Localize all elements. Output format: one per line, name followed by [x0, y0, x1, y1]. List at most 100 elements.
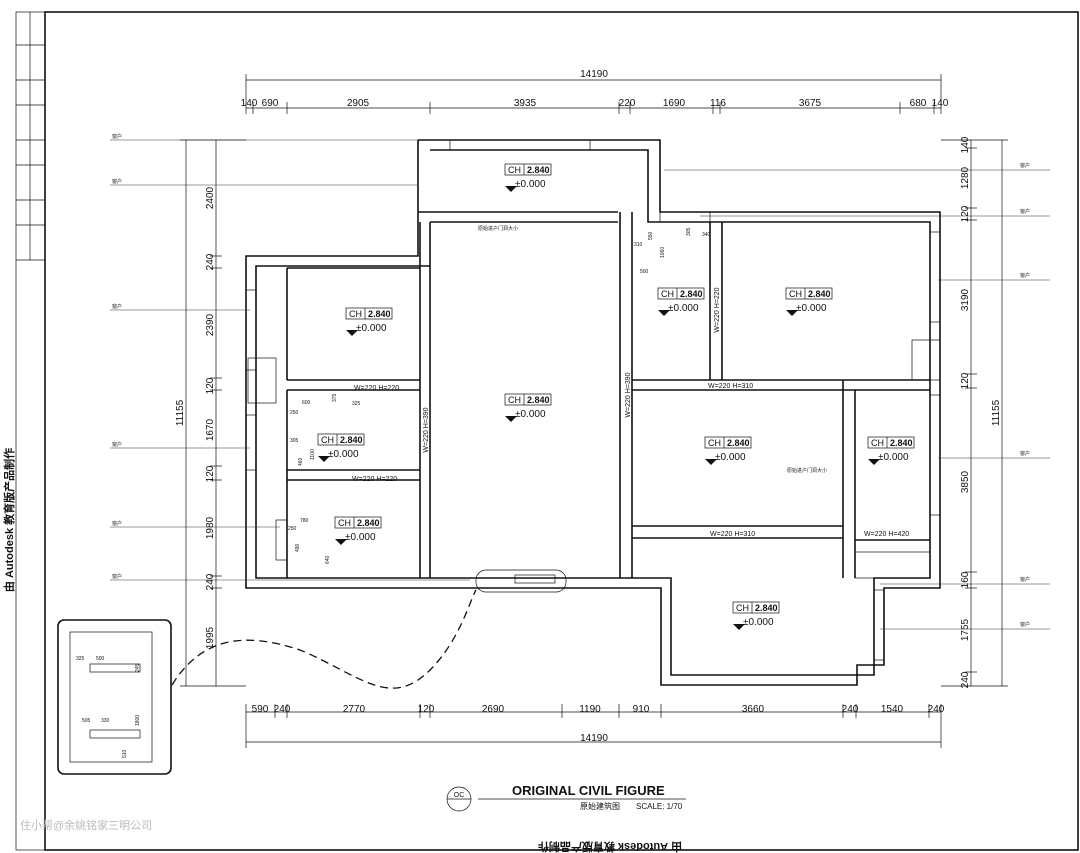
room-label-8: CH 2.840 ±0.000 [704, 436, 752, 465]
svg-text:CH: CH [736, 603, 749, 613]
svg-text:窗户: 窗户 [112, 133, 122, 140]
bottom-total-dim: 14190 [580, 733, 608, 744]
svg-text:2.840: 2.840 [727, 438, 750, 448]
bottom-mirrored-text: 由 Autodesk 教育版产品制作 [538, 840, 682, 853]
left-dim-240a: 240 [205, 253, 216, 270]
svg-text:窗户: 窗户 [1020, 272, 1030, 279]
svg-text:325: 325 [352, 401, 361, 407]
room-label-2: CH 2.840 ±0.000 [345, 307, 393, 336]
right-dim-160: 160 [960, 571, 971, 588]
svg-text:窗户: 窗户 [112, 441, 122, 448]
room-label-7: CH 2.840 ±0.000 [785, 287, 833, 316]
top-dim-116: 116 [710, 98, 726, 109]
svg-text:±0.000: ±0.000 [878, 452, 909, 463]
svg-text:±0.000: ±0.000 [356, 323, 387, 334]
svg-text:窗户: 窗户 [1020, 576, 1030, 583]
svg-text:±0.000: ±0.000 [715, 452, 746, 463]
opening-label-a: W=220 H=220 [354, 385, 399, 392]
door-note-right: 原始进户门洞大小 [787, 467, 827, 474]
top-dim-220: 220 [619, 98, 636, 109]
svg-text:640: 640 [325, 555, 331, 564]
bottom-dim-1540: 1540 [881, 704, 904, 715]
left-dim-120b: 120 [205, 465, 216, 482]
right-dim-3190: 3190 [960, 288, 971, 311]
bottom-dim-240c: 240 [928, 704, 945, 715]
svg-text:CH: CH [338, 518, 351, 528]
svg-text:550: 550 [648, 231, 654, 240]
top-total-dim: 14190 [580, 69, 608, 80]
svg-text:375: 375 [332, 393, 338, 402]
right-dim-140: 140 [960, 136, 971, 153]
svg-text:500: 500 [640, 269, 649, 275]
right-total-dim: 11155 [991, 399, 1002, 426]
top-dim-140b: 140 [932, 98, 949, 109]
svg-text:505: 505 [82, 718, 91, 724]
bottom-dim-240b: 240 [842, 704, 859, 715]
opening-label-c: W=220 H=390 [423, 407, 430, 452]
title-block: OC ORIGINAL CIVIL FIGURE 原始建筑图 SCALE: 1/… [446, 783, 686, 812]
opening-label-g: W=220 H=310 [710, 531, 755, 538]
svg-text:500: 500 [96, 656, 105, 662]
drawing-subtitle: 原始建筑图 [580, 801, 620, 811]
left-dim-1980: 1980 [205, 516, 216, 539]
top-dim-140a: 140 [241, 98, 258, 109]
room-label-6: CH 2.840 ±0.000 [657, 287, 705, 316]
svg-text:510: 510 [122, 749, 128, 758]
bottom-dimension-group: 590 240 2770 120 2690 1190 910 3660 240 … [245, 704, 945, 748]
svg-text:CH: CH [349, 309, 362, 319]
bottom-dim-910: 910 [633, 704, 650, 715]
svg-text:CH: CH [661, 289, 674, 299]
svg-text:CH: CH [321, 435, 334, 445]
room-label-9: CH 2.840 ±0.000 [867, 436, 915, 465]
svg-text:窗户: 窗户 [1020, 621, 1030, 628]
sheet-border-inner [44, 11, 1079, 851]
svg-text:250: 250 [288, 526, 297, 532]
bottom-dim-2770: 2770 [343, 704, 366, 715]
room-label-10: CH 2.840 ±0.000 [732, 601, 780, 630]
svg-text:±0.000: ±0.000 [796, 303, 827, 314]
svg-text:305: 305 [290, 438, 299, 444]
right-dim-240: 240 [960, 671, 971, 688]
image-watermark: 住小帮@余姚铭家三明公司 [20, 818, 152, 832]
drawing-title: ORIGINAL CIVIL FIGURE [512, 783, 665, 798]
entrance-door-symbol [475, 569, 567, 593]
svg-text:1800: 1800 [135, 715, 141, 726]
dashed-callout-curve [171, 589, 477, 689]
bottom-dim-120: 120 [418, 704, 435, 715]
svg-text:±0.000: ±0.000 [328, 449, 359, 460]
left-dimension-group: 11155 2400 240 2390 120 1670 120 1980 24… [175, 139, 246, 687]
bottom-dim-590: 590 [252, 704, 269, 715]
svg-text:±0.000: ±0.000 [515, 409, 546, 420]
sheet-border-outer [15, 11, 1079, 851]
room-label-3: CH 2.840 ±0.000 [317, 433, 365, 462]
opening-label-b: W=220 H=220 [352, 476, 397, 483]
window-notes-left: 窗户 窗户 窗户 窗户 窗户 窗户 [110, 133, 470, 581]
opening-label-d: W=220 H=390 [625, 372, 632, 417]
svg-text:245: 245 [135, 663, 141, 672]
bottom-dim-1190: 1190 [579, 704, 601, 715]
svg-text:310: 310 [634, 242, 643, 248]
top-dim-680: 680 [910, 98, 927, 109]
svg-text:2.840: 2.840 [368, 309, 391, 319]
right-dim-120a: 120 [960, 205, 971, 222]
svg-text:1060: 1060 [660, 247, 666, 258]
svg-text:2.840: 2.840 [340, 435, 363, 445]
svg-text:600: 600 [302, 400, 311, 406]
svg-text:窗户: 窗户 [112, 178, 122, 185]
room-label-5: CH 2.840 ±0.000 [504, 393, 552, 422]
right-dim-120b: 120 [960, 372, 971, 389]
inset-detail: 325 500 245 505 330 1800 510 [57, 619, 172, 775]
svg-text:2.840: 2.840 [357, 518, 380, 528]
room-label-4: CH 2.840 ±0.000 [334, 516, 382, 545]
svg-text:490: 490 [295, 543, 301, 552]
left-dim-2390: 2390 [205, 313, 216, 336]
svg-text:窗户: 窗户 [112, 303, 122, 310]
svg-text:305: 305 [686, 227, 692, 236]
svg-text:CH: CH [789, 289, 802, 299]
side-watermark-text: 由 Autodesk 教育版产品制作 [2, 448, 16, 592]
top-dim-1690: 1690 [663, 98, 686, 109]
inner-dimensions: 310 550 1060 305 340 500 600 375 325 250… [288, 227, 711, 564]
svg-text:CH: CH [708, 438, 721, 448]
top-dim-690: 690 [262, 98, 279, 109]
svg-text:CH: CH [508, 395, 521, 405]
